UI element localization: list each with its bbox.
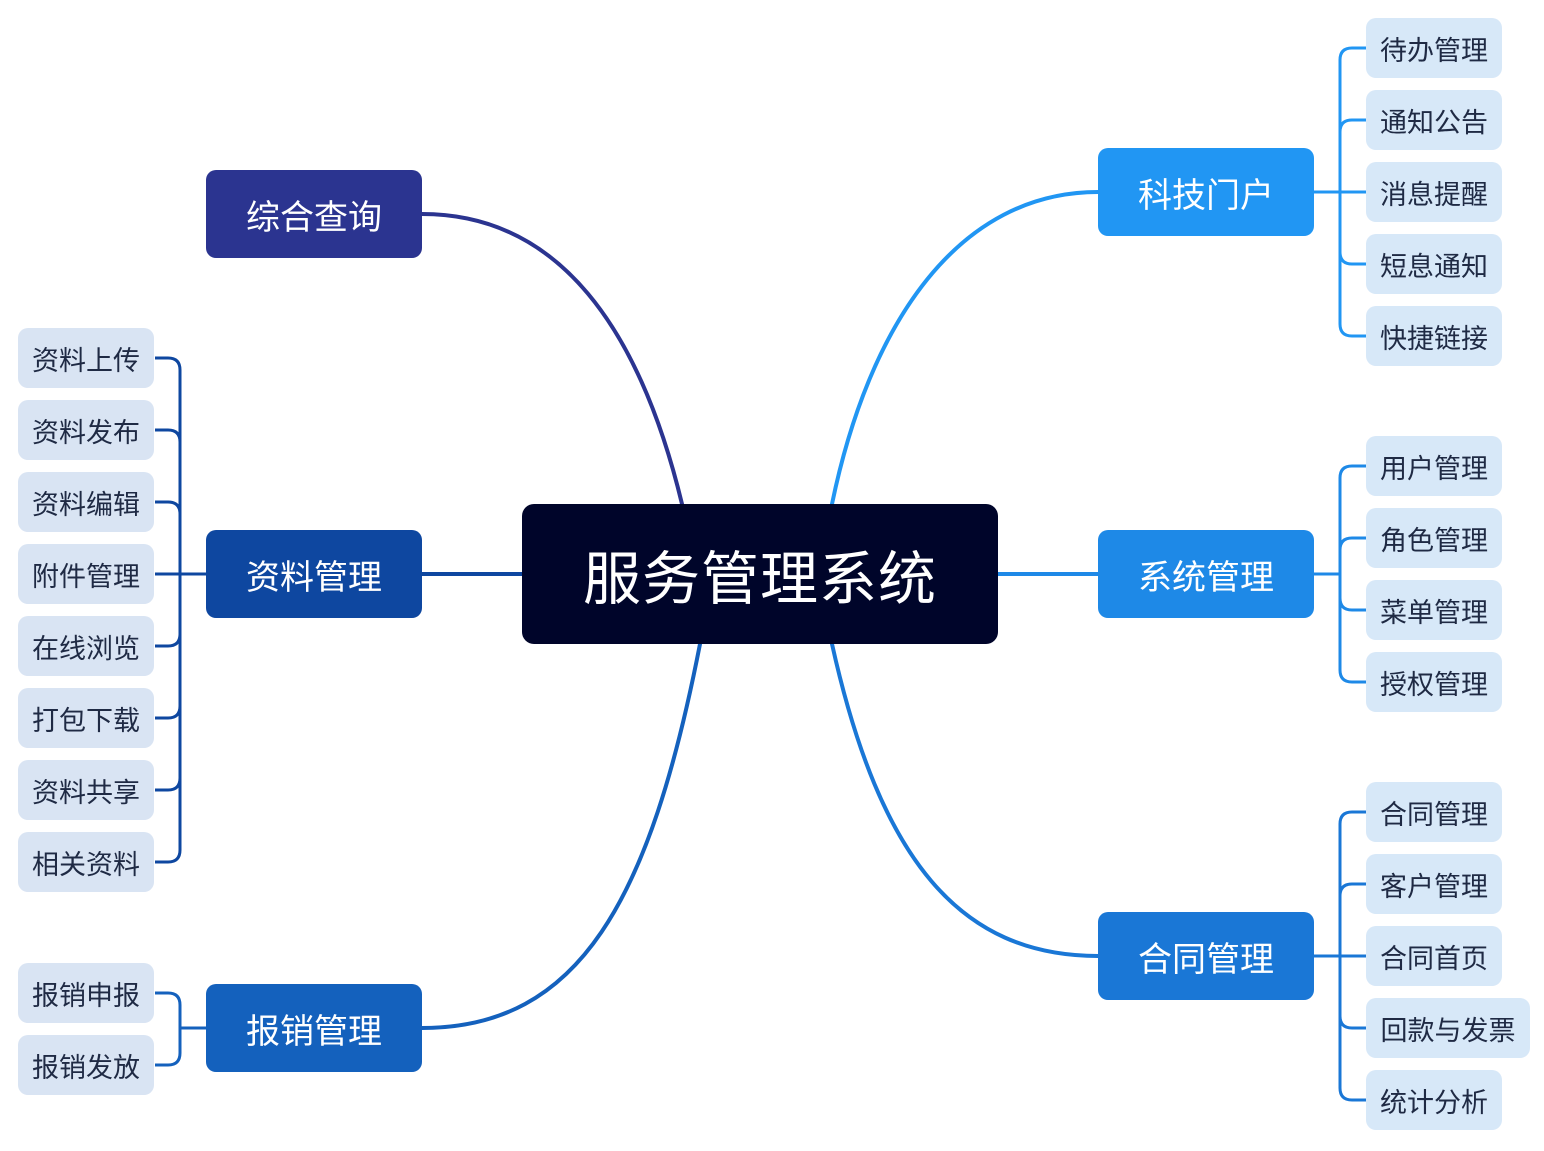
central-node[interactable]: 服务管理系统: [522, 504, 998, 644]
bracket-keji: [1314, 46, 1366, 338]
leaf-ziliao-edit[interactable]: 资料编辑: [18, 472, 154, 532]
branch-baoxiao[interactable]: 报销管理: [206, 984, 422, 1072]
leaf-xitong-auth[interactable]: 授权管理: [1366, 652, 1502, 712]
leaf-keji-message[interactable]: 消息提醒: [1366, 162, 1502, 222]
leaf-xitong-role[interactable]: 角色管理: [1366, 508, 1502, 568]
branch-zonghe[interactable]: 综合查询: [206, 170, 422, 258]
branch-ziliao[interactable]: 资料管理: [206, 530, 422, 618]
leaf-hetong-stats[interactable]: 统计分析: [1366, 1070, 1502, 1130]
connector-keji: [830, 190, 1100, 506]
branch-keji[interactable]: 科技门户: [1098, 148, 1314, 236]
leaf-xitong-user[interactable]: 用户管理: [1366, 436, 1502, 496]
leaf-ziliao-upload[interactable]: 资料上传: [18, 328, 154, 388]
leaf-keji-notice[interactable]: 通知公告: [1366, 90, 1502, 150]
leaf-keji-sms[interactable]: 短息通知: [1366, 234, 1502, 294]
leaf-hetong-home[interactable]: 合同首页: [1366, 926, 1502, 986]
leaf-ziliao-related[interactable]: 相关资料: [18, 832, 154, 892]
bracket-baoxiao: [155, 991, 206, 1067]
branch-hetong[interactable]: 合同管理: [1098, 912, 1314, 1000]
leaf-ziliao-publish[interactable]: 资料发布: [18, 400, 154, 460]
branch-xitong[interactable]: 系统管理: [1098, 530, 1314, 618]
leaf-ziliao-download[interactable]: 打包下载: [18, 688, 154, 748]
connector-hetong: [830, 642, 1100, 958]
leaf-ziliao-browse[interactable]: 在线浏览: [18, 616, 154, 676]
leaf-hetong-contract[interactable]: 合同管理: [1366, 782, 1502, 842]
leaf-baoxiao-release[interactable]: 报销发放: [18, 1035, 154, 1095]
leaf-ziliao-attachment[interactable]: 附件管理: [18, 544, 154, 604]
bracket-hetong: [1314, 810, 1366, 1102]
connector-zonghe: [420, 212, 684, 506]
leaf-hetong-payment[interactable]: 回款与发票: [1366, 998, 1530, 1058]
leaf-xitong-menu[interactable]: 菜单管理: [1366, 580, 1502, 640]
leaf-hetong-customer[interactable]: 客户管理: [1366, 854, 1502, 914]
leaf-keji-todo[interactable]: 待办管理: [1366, 18, 1502, 78]
bracket-ziliao: [155, 356, 206, 864]
leaf-keji-shortcut[interactable]: 快捷链接: [1366, 306, 1502, 366]
leaf-ziliao-share[interactable]: 资料共享: [18, 760, 154, 820]
leaf-baoxiao-apply[interactable]: 报销申报: [18, 963, 154, 1023]
bracket-xitong: [1314, 464, 1366, 684]
connector-baoxiao: [420, 642, 702, 1030]
